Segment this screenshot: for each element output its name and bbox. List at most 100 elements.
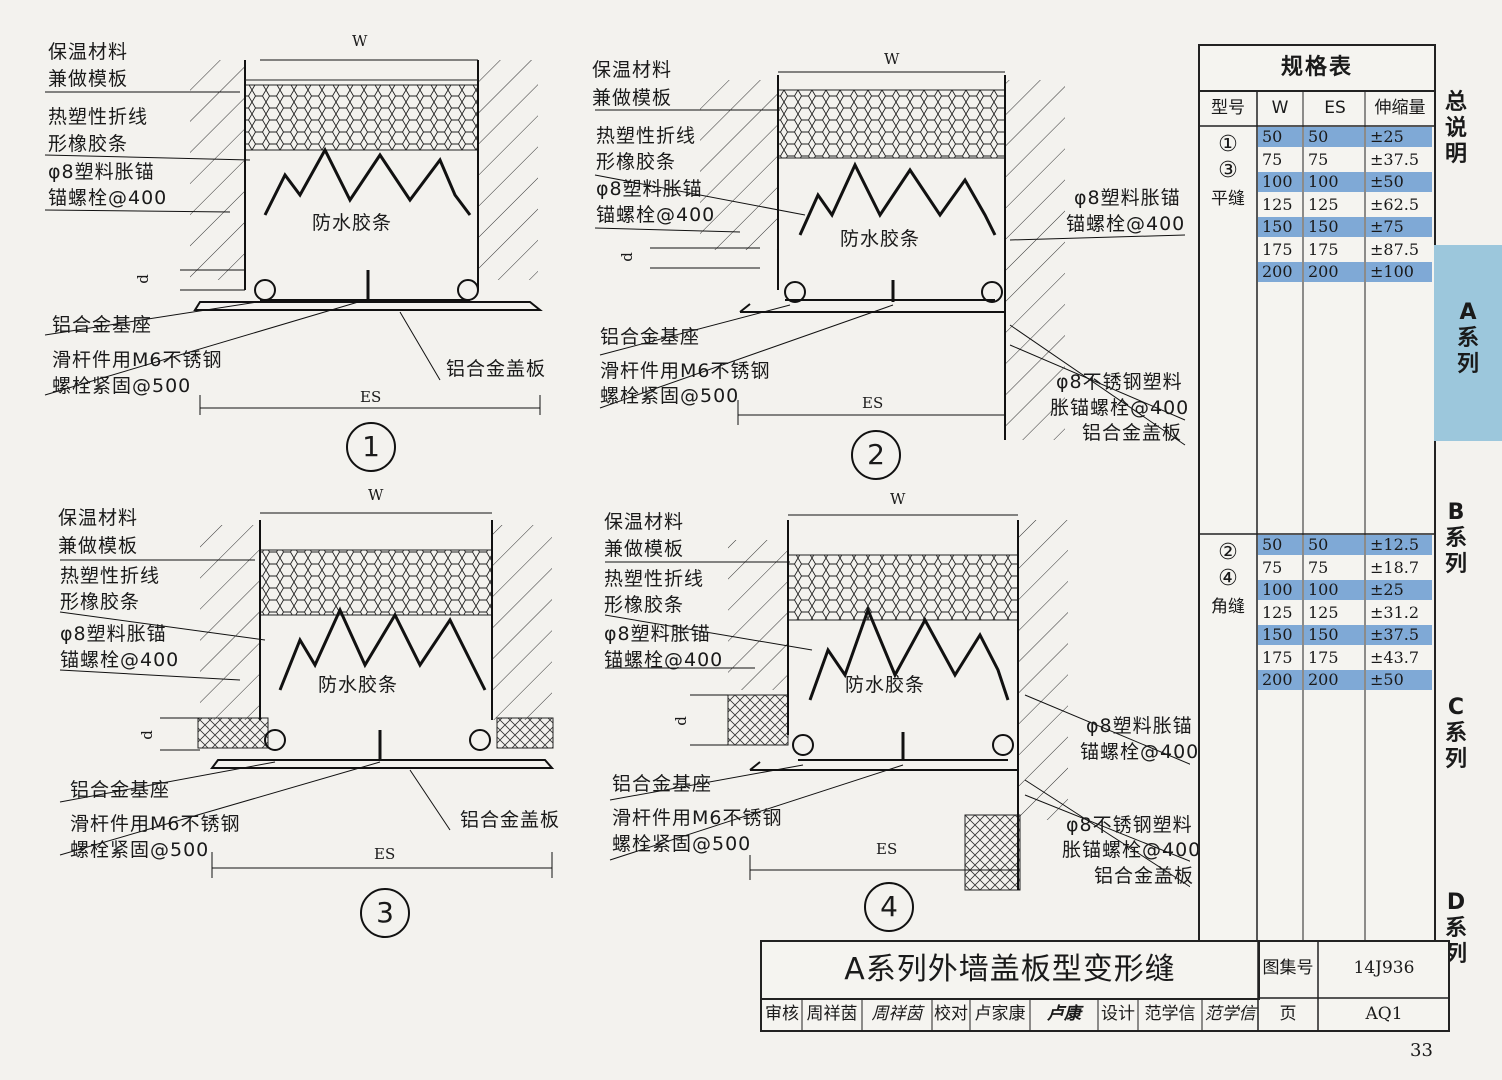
d2-label-anchor-a: φ8塑料胀锚 — [596, 178, 703, 200]
spec-cell-es: 200 — [1304, 670, 1364, 690]
spec-table-grid — [1200, 92, 1434, 944]
spec-cell-es: 150 — [1304, 217, 1364, 237]
title-block-grid — [801, 942, 1448, 1030]
d2-dim-es: ES — [862, 394, 884, 412]
spec-cell-w: 125 — [1262, 602, 1293, 622]
spec-cell-w: 200 — [1258, 262, 1302, 282]
d3-label-rubber-strip-b: 形橡胶条 — [60, 591, 141, 613]
d4-label-anchor-right-b: 锚螺栓@400 — [1080, 741, 1200, 763]
spec-group1-model-3: ③ — [1218, 158, 1238, 183]
spec-cell-expansion: ±50 — [1366, 172, 1432, 192]
spec-cell-expansion: ±18.7 — [1370, 557, 1420, 577]
d1-label-formwork: 兼做模板 — [48, 68, 129, 90]
detail-4-number: 4 — [864, 882, 914, 932]
designer-name: 范学信 — [1144, 1004, 1196, 1024]
d2-label-rubber-strip-b: 形橡胶条 — [596, 151, 677, 173]
d1-label-anchor-b: 锚螺栓@400 — [48, 187, 168, 209]
page-code: AQ1 — [1365, 1004, 1403, 1024]
d4-dim-d: d — [671, 716, 690, 726]
detail-4 — [604, 514, 1190, 891]
detail-1 — [44, 59, 543, 415]
d4-label-bolt-b: 螺栓紧固@500 — [612, 833, 752, 855]
d3-label-cover: 铝合金盖板 — [460, 809, 561, 831]
side-tab-general-label: 总说明 — [1444, 90, 1467, 167]
d4-label-formwork: 兼做模板 — [604, 538, 685, 560]
spec-cell-es: 100 — [1304, 172, 1364, 192]
d3-label-anchor-b: 锚螺栓@400 — [60, 649, 180, 671]
d4-dim-es: ES — [876, 840, 898, 858]
spec-header-w: W — [1271, 98, 1289, 118]
spec-cell-w: 50 — [1258, 127, 1302, 147]
spec-cell-expansion: ±37.5 — [1366, 625, 1432, 645]
designer-signature: 范学信 — [1204, 1004, 1256, 1024]
spec-cell-es: 50 — [1304, 127, 1364, 147]
d3-dim-es: ES — [374, 845, 396, 863]
d4-label-cover: 铝合金盖板 — [1094, 865, 1195, 887]
d1-label-rubber-strip-b: 形橡胶条 — [48, 133, 129, 155]
spec-cell-w: 100 — [1258, 172, 1302, 192]
spec-cell-w: 125 — [1262, 194, 1293, 214]
spec-cell-es: 75 — [1308, 557, 1329, 577]
detail-2-number: 2 — [851, 430, 901, 480]
spec-cell-expansion: ±37.5 — [1370, 149, 1420, 169]
spec-cell-expansion: ±12.5 — [1366, 535, 1432, 555]
d3-label-rubber-strip-a: 热塑性折线 — [60, 565, 161, 587]
drawing-title: A系列外墙盖板型变形缝 — [762, 942, 1260, 1000]
checker-signature: 卢康 — [1047, 1004, 1081, 1024]
checker-name: 卢家康 — [974, 1004, 1026, 1024]
spec-cell-expansion: ±43.7 — [1370, 647, 1420, 667]
d4-label-waterproof: 防水胶条 — [845, 674, 926, 696]
d1-dim-es: ES — [360, 388, 382, 406]
spec-cell-w: 200 — [1258, 670, 1302, 690]
spec-cell-es: 50 — [1304, 535, 1364, 555]
d3-dim-w: W — [368, 486, 384, 504]
d4-label-base: 铝合金基座 — [612, 773, 713, 795]
d3-label-bolt-b: 螺栓紧固@500 — [70, 839, 210, 861]
spec-cell-es: 175 — [1308, 239, 1339, 259]
d1-label-anchor-a: φ8塑料胀锚 — [48, 161, 155, 183]
spec-header-expansion: 伸缩量 — [1374, 98, 1426, 118]
d2-label-anchor-right-b: 锚螺栓@400 — [1066, 213, 1186, 235]
d3-label-formwork: 兼做模板 — [58, 535, 139, 557]
d2-label-formwork: 兼做模板 — [592, 87, 673, 109]
d1-label-cover: 铝合金盖板 — [446, 358, 547, 380]
spec-cell-es: 150 — [1304, 625, 1364, 645]
d4-label-rubber-strip-a: 热塑性折线 — [604, 568, 705, 590]
side-tab-general[interactable]: 总说明 — [1436, 90, 1476, 200]
spec-cell-es: 100 — [1304, 580, 1364, 600]
spec-cell-w: 100 — [1258, 580, 1302, 600]
spec-row: 75 75 ±18.7 — [1258, 557, 1434, 579]
spec-cell-expansion: ±25 — [1366, 580, 1432, 600]
d2-label-insulation: 保温材料 — [592, 59, 673, 81]
spec-table-title: 规格表 — [1200, 46, 1434, 92]
spec-group2-type: 角缝 — [1211, 597, 1245, 617]
d4-label-anchor-right-a: φ8塑料胀锚 — [1086, 715, 1193, 737]
title-block: A系列外墙盖板型变形缝 图集号 14J936 审核 周祥茵 周祥茵 校对 卢家康… — [760, 940, 1450, 1032]
spec-cell-w: 75 — [1262, 149, 1283, 169]
spec-group1-model-1: ① — [1218, 132, 1238, 157]
d2-dim-d: d — [617, 252, 636, 262]
d1-label-bolt-b: 螺栓紧固@500 — [52, 375, 192, 397]
spec-cell-w: 150 — [1258, 217, 1302, 237]
spec-cell-expansion: ±31.2 — [1370, 602, 1420, 622]
atlas-number: 14J936 — [1353, 958, 1415, 978]
d3-label-insulation: 保温材料 — [58, 507, 139, 529]
spec-cell-expansion: ±87.5 — [1370, 239, 1420, 259]
spec-cell-w: 75 — [1262, 557, 1283, 577]
design-label: 设计 — [1101, 1004, 1135, 1024]
d3-label-base: 铝合金基座 — [70, 779, 171, 801]
d3-dim-d: d — [137, 730, 156, 740]
spec-cell-w: 50 — [1258, 535, 1302, 555]
d4-label-rubber-strip-b: 形橡胶条 — [604, 594, 685, 616]
